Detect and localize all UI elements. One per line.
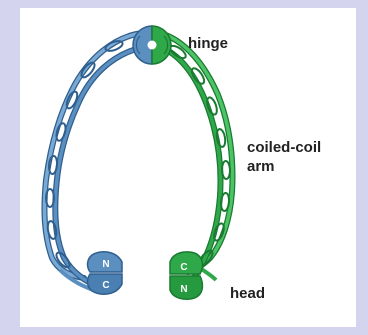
arm-label-line1: coiled-coil (247, 139, 321, 156)
arm-label-line2: arm (247, 158, 275, 175)
green-head-c-label: C (180, 262, 187, 273)
green-head-n-label: N (180, 284, 187, 295)
blue-head-domain: N C (88, 252, 122, 294)
green-coiled-arm (160, 33, 232, 282)
hinge-label: hinge (188, 35, 228, 52)
blue-coiled-arm (44, 33, 143, 292)
green-head-domain: C N (170, 252, 202, 299)
hinge-center (148, 41, 157, 50)
blue-strand-b-light (55, 48, 140, 285)
hinge-domain (133, 26, 171, 64)
blue-head-n-label: N (102, 259, 109, 270)
head-label: head (230, 285, 265, 302)
blue-strand-b (55, 48, 140, 285)
blue-head-c-label: C (102, 280, 109, 291)
